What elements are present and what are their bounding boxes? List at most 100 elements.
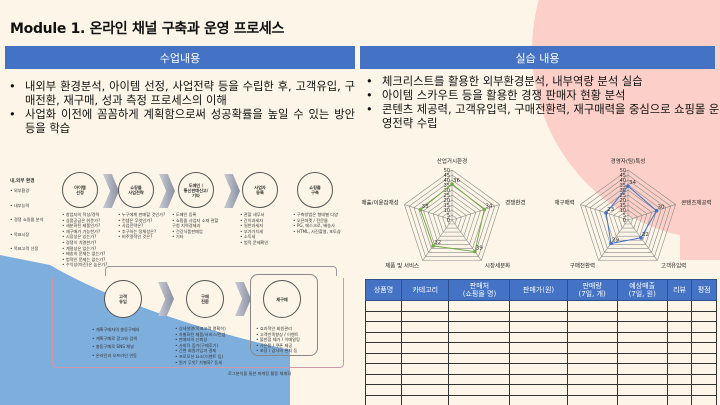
table-cell[interactable] <box>691 363 717 375</box>
table-cell[interactable] <box>401 373 450 385</box>
table-cell[interactable] <box>364 342 403 354</box>
table-cell[interactable] <box>448 373 511 385</box>
table-cell[interactable] <box>364 363 403 375</box>
table-cell[interactable] <box>566 352 618 364</box>
table-cell[interactable] <box>364 321 403 333</box>
table-cell[interactable] <box>691 342 717 354</box>
table-cell[interactable] <box>448 331 511 343</box>
table-cell[interactable] <box>364 373 403 385</box>
table-cell[interactable] <box>509 300 568 312</box>
table-cell[interactable] <box>401 310 450 322</box>
list-item: 창업자의 적성/경력 <box>62 212 107 218</box>
repurchase-box <box>250 274 318 356</box>
table-cell[interactable] <box>666 342 693 354</box>
step-customer-acquisition: 고객 유입 <box>104 280 142 318</box>
table-cell[interactable] <box>364 384 403 396</box>
table-cell[interactable] <box>448 384 511 396</box>
chevron-arrow-icon <box>159 174 175 208</box>
table-cell[interactable] <box>666 394 693 405</box>
table-cell[interactable] <box>691 394 717 405</box>
table-cell[interactable] <box>616 373 668 385</box>
table-cell[interactable] <box>566 342 618 354</box>
list-item: 일반과세자 <box>240 223 268 229</box>
table-cell[interactable] <box>448 300 511 312</box>
table-cell[interactable] <box>509 321 568 333</box>
table-row <box>364 363 717 375</box>
table-cell[interactable] <box>448 342 511 354</box>
table-cell[interactable] <box>448 394 511 405</box>
table-cell[interactable] <box>401 331 450 343</box>
table-cell[interactable] <box>401 342 450 354</box>
table-cell[interactable] <box>691 310 717 322</box>
table-cell[interactable] <box>566 373 618 385</box>
svg-text:5: 5 <box>447 213 450 219</box>
table-cell[interactable] <box>566 394 618 405</box>
table-cell[interactable] <box>616 321 668 333</box>
table-cell[interactable] <box>401 363 450 375</box>
table-row <box>364 394 717 405</box>
svg-text:32: 32 <box>434 240 441 246</box>
table-cell[interactable] <box>448 363 511 375</box>
list-item: 판매자의 신뢰성 <box>175 337 226 343</box>
table-cell[interactable] <box>364 300 403 312</box>
table-cell[interactable] <box>509 373 568 385</box>
table-cell[interactable] <box>401 394 450 405</box>
table-cell[interactable] <box>566 321 618 333</box>
table-cell[interactable] <box>448 352 511 364</box>
table-cell[interactable] <box>401 321 450 333</box>
table-cell[interactable] <box>448 310 511 322</box>
table-cell[interactable] <box>616 310 668 322</box>
table-cell[interactable] <box>666 384 693 396</box>
table-cell[interactable] <box>691 321 717 333</box>
list-item: 부가가치세 <box>240 229 268 235</box>
step-conversion-list: 상세설명(목표고객 명확히) 차별화된 제품/서비스/컨셉 판매자의 신뢰성 사… <box>175 326 226 365</box>
table-cell[interactable] <box>401 352 450 364</box>
table-cell[interactable] <box>364 310 403 322</box>
table-cell[interactable] <box>691 384 717 396</box>
table-cell[interactable] <box>691 352 717 364</box>
table-cell[interactable] <box>616 384 668 396</box>
table-cell[interactable] <box>509 363 568 375</box>
table-cell[interactable] <box>666 300 693 312</box>
table-cell[interactable] <box>509 352 568 364</box>
table-cell[interactable] <box>691 331 717 343</box>
table-cell[interactable] <box>666 331 693 343</box>
env-item: 목표시장 <box>10 230 43 239</box>
table-cell[interactable] <box>616 363 668 375</box>
table-cell[interactable] <box>616 394 668 405</box>
svg-text:경영자(팀)특성: 경영자(팀)특성 <box>611 157 646 165</box>
table-cell[interactable] <box>566 384 618 396</box>
table-cell[interactable] <box>401 384 450 396</box>
table-cell[interactable] <box>566 363 618 375</box>
table-cell[interactable] <box>509 394 568 405</box>
table-cell[interactable] <box>364 331 403 343</box>
table-cell[interactable] <box>616 331 668 343</box>
table-cell[interactable] <box>691 373 717 385</box>
table-cell[interactable] <box>666 321 693 333</box>
chevron-arrow-icon <box>158 282 174 316</box>
table-cell[interactable] <box>666 310 693 322</box>
table-cell[interactable] <box>509 342 568 354</box>
table-cell[interactable] <box>666 352 693 364</box>
table-cell[interactable] <box>666 363 693 375</box>
table-cell[interactable] <box>509 331 568 343</box>
table-cell[interactable] <box>566 331 618 343</box>
right-bullet-list: 체크리스트를 활용한 외부환경분석, 내부역량 분석 실습 아이템 스카우트 등… <box>362 75 720 131</box>
table-cell[interactable] <box>401 300 450 312</box>
svg-text:45: 45 <box>444 173 450 179</box>
table-cell[interactable] <box>616 342 668 354</box>
table-cell[interactable] <box>509 384 568 396</box>
table-cell[interactable] <box>566 310 618 322</box>
table-cell[interactable] <box>364 394 403 405</box>
svg-text:고객유입력: 고객유입력 <box>661 261 686 269</box>
table-cell[interactable] <box>616 300 668 312</box>
table-cell[interactable] <box>364 352 403 364</box>
table-cell[interactable] <box>616 352 668 364</box>
table-cell[interactable] <box>448 321 511 333</box>
table-cell[interactable] <box>566 300 618 312</box>
table-cell[interactable] <box>509 310 568 322</box>
table-cell[interactable] <box>691 300 717 312</box>
table-cell[interactable] <box>666 373 693 385</box>
